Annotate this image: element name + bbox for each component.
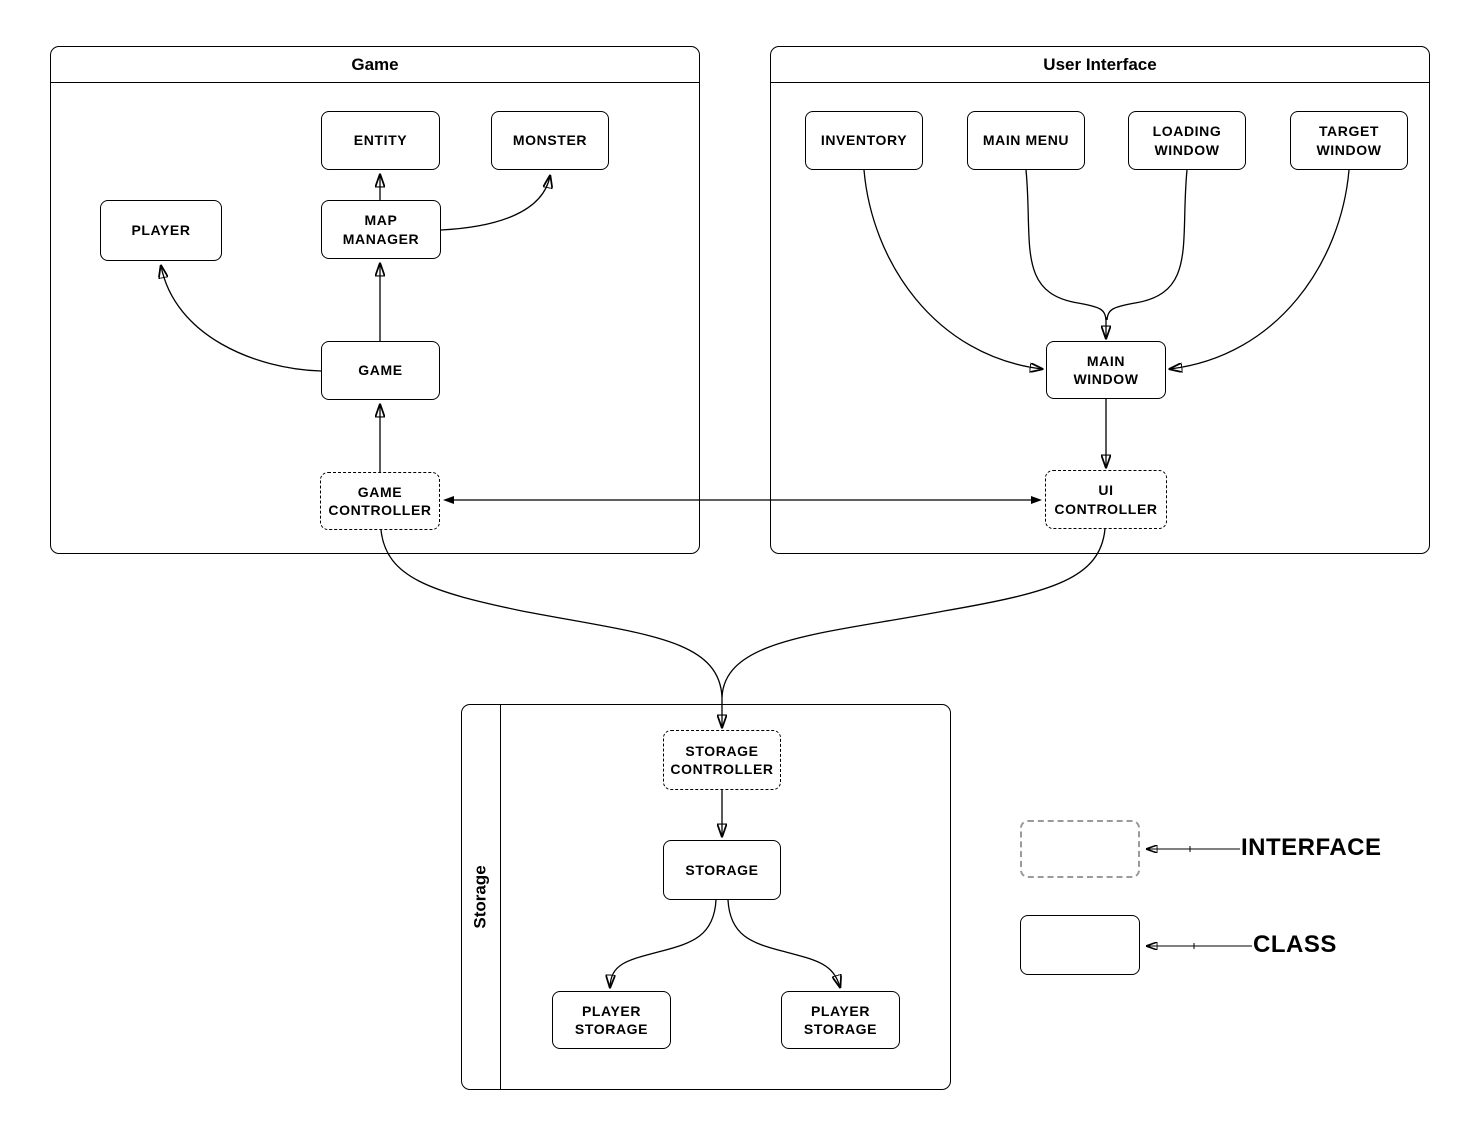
edge-ui-controller-storage-controller: [721, 528, 1106, 698]
node-map-manager: MAP MANAGER: [321, 200, 441, 259]
legend-interface-label: INTERFACE: [1241, 834, 1382, 861]
node-game-controller: GAME CONTROLLER: [320, 472, 440, 530]
node-player-storage-right: PLAYER STORAGE: [781, 991, 900, 1049]
legend-class-sample-box: [1020, 915, 1140, 975]
node-loading-window: LOADING WINDOW: [1128, 111, 1246, 170]
node-target-window: TARGET WINDOW: [1290, 111, 1408, 170]
node-storage-controller: STORAGE CONTROLLER: [663, 730, 781, 790]
node-ui-controller: UI CONTROLLER: [1045, 470, 1167, 529]
container-storage-titlebar: Storage: [462, 705, 501, 1089]
legend-interface-sample-box: [1020, 820, 1140, 878]
node-main-window: MAIN WINDOW: [1046, 341, 1166, 399]
node-main-menu: MAIN MENU: [967, 111, 1085, 170]
legend-class-label: CLASS: [1253, 931, 1337, 958]
container-storage-title: Storage: [471, 865, 491, 929]
container-game-title: Game: [51, 47, 699, 83]
node-game: GAME: [321, 341, 440, 400]
node-monster: MONSTER: [491, 111, 609, 170]
node-storage: STORAGE: [663, 840, 781, 900]
node-entity: ENTITY: [321, 111, 440, 170]
edge-game-controller-storage-controller: [380, 529, 722, 727]
node-inventory: INVENTORY: [805, 111, 923, 170]
container-user-interface-title: User Interface: [771, 47, 1429, 83]
node-player: PLAYER: [100, 200, 222, 261]
node-player-storage-left: PLAYER STORAGE: [552, 991, 671, 1049]
